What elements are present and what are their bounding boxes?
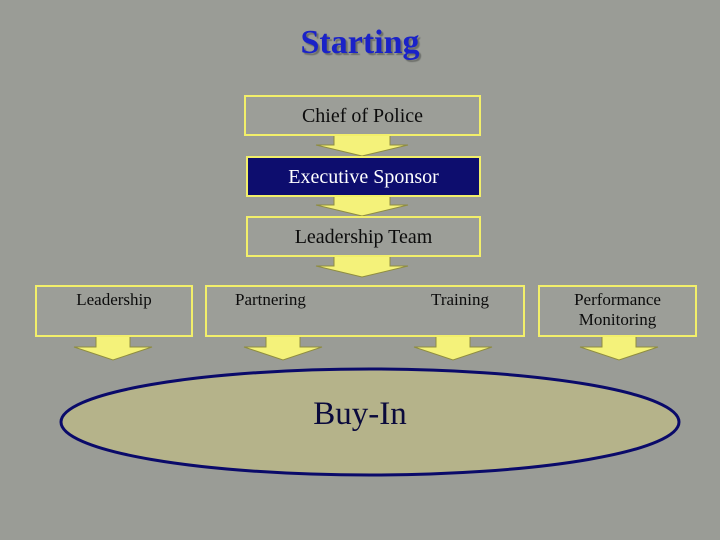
partnering-training-box: Partnering Training bbox=[205, 285, 525, 337]
partnering-label: Partnering bbox=[235, 290, 306, 309]
executive-sponsor-label: Executive Sponsor bbox=[288, 165, 439, 188]
arrow-chief-to-sponsor bbox=[315, 134, 409, 157]
chief-of-police-box: Chief of Police bbox=[244, 95, 481, 136]
buy-in-label: Buy-In bbox=[313, 396, 407, 432]
leadership-box: Leadership bbox=[35, 285, 193, 337]
leadership-team-box: Leadership Team bbox=[246, 216, 481, 257]
leadership-team-label: Leadership Team bbox=[294, 225, 433, 248]
monitoring-label: Monitoring bbox=[578, 310, 657, 330]
buy-in-ellipse bbox=[59, 367, 681, 477]
training-label: Training bbox=[431, 290, 489, 309]
arrow-partnering-down bbox=[243, 335, 323, 361]
arrow-performance-down bbox=[579, 335, 659, 361]
chief-of-police-label: Chief of Police bbox=[301, 104, 424, 127]
arrow-sponsor-to-team bbox=[315, 194, 409, 217]
page-title: Starting bbox=[300, 24, 420, 61]
executive-sponsor-box: Executive Sponsor bbox=[246, 156, 481, 197]
performance-label: Performance bbox=[574, 290, 661, 309]
performance-monitoring-box: Performance Monitoring bbox=[538, 285, 697, 337]
arrow-team-to-areas bbox=[315, 254, 409, 278]
arrow-training-down bbox=[413, 335, 493, 361]
arrow-leadership-down bbox=[73, 335, 153, 361]
leadership-label: Leadership bbox=[76, 290, 152, 309]
